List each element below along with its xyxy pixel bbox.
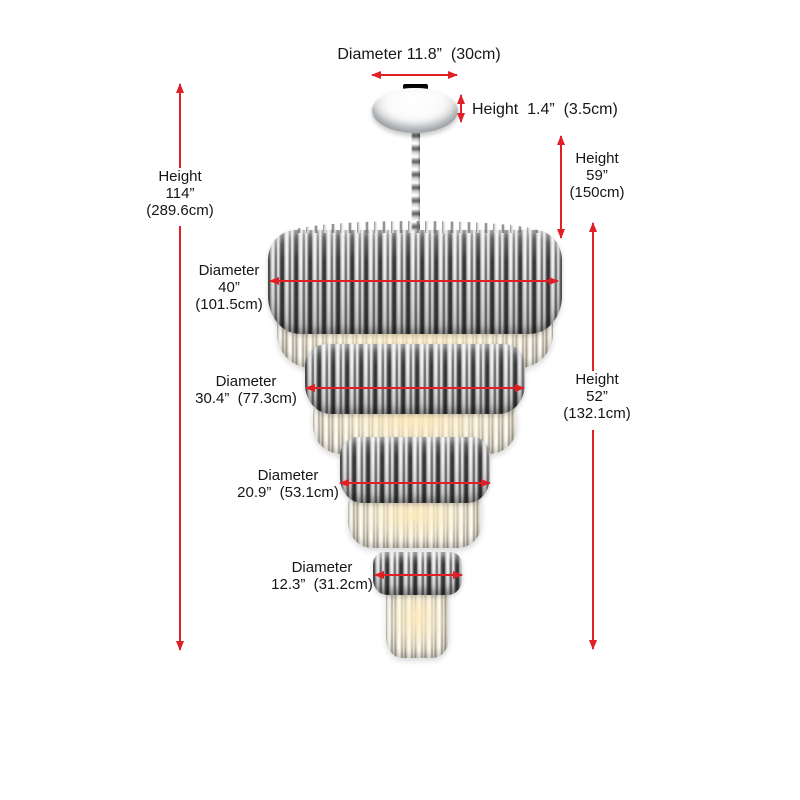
tier2-diameter-line1: Diameter: [215, 373, 277, 390]
tier1-diameter-label: Diameter 40” (101.5cm): [195, 262, 263, 313]
tier4-chrome-band: [373, 552, 462, 595]
tier3-diameter-line2: 20.9” (53.1cm): [237, 484, 339, 501]
body-height-line2: 52”: [586, 388, 608, 405]
hanging-height-line3: (150cm): [569, 184, 625, 201]
tier2-diameter-arrow: [305, 384, 525, 392]
tier2-diameter-label: Diameter 30.4” (77.3cm): [195, 373, 297, 407]
total-height-label: Height 114” (289.6cm): [146, 168, 214, 219]
total-height-arrow-bottom: [176, 226, 184, 651]
body-height-arrow-bottom: [589, 430, 597, 650]
hanging-height-arrow: [557, 135, 565, 239]
hanging-height-line1: Height: [575, 150, 619, 167]
tier1-chrome-band: [268, 221, 562, 334]
tier2-chrome-band: [305, 344, 525, 414]
body-height-arrow-top: [589, 222, 597, 371]
body-height-label: Height 52” (132.1cm): [563, 371, 631, 422]
total-height-line1: Height: [158, 168, 202, 185]
canopy-diameter-arrow: [371, 71, 458, 79]
hanging-chain: [411, 100, 420, 234]
hanging-height-label: Height 59” (150cm): [569, 150, 624, 201]
tier1-diameter-line3: (101.5cm): [195, 296, 263, 313]
ceiling-canopy: [372, 88, 458, 133]
body-height-line3: (132.1cm): [563, 405, 631, 422]
hanging-height-line2: 59”: [586, 167, 608, 184]
tier4-diameter-label: Diameter 12.3” (31.2cm): [271, 559, 373, 593]
tier2-diameter-line2: 30.4” (77.3cm): [195, 390, 297, 407]
tier3-diameter-arrow: [339, 479, 491, 487]
tier4-diameter-line2: 12.3” (31.2cm): [271, 576, 373, 593]
tier3-diameter-label: Diameter 20.9” (53.1cm): [237, 467, 339, 501]
tier1-diameter-line2: 40”: [218, 279, 240, 296]
total-height-arrow-top: [176, 83, 184, 168]
tier4-diameter-arrow: [374, 571, 463, 579]
canopy-diameter-label: Diameter 11.8” (30cm): [337, 46, 501, 63]
tier4-diameter-line1: Diameter: [291, 559, 353, 576]
canopy-height-label: Height 1.4” (3.5cm): [472, 101, 618, 118]
body-height-line1: Height: [575, 371, 619, 388]
tier3-diameter-line1: Diameter: [257, 467, 319, 484]
tier3-chrome-band: [340, 437, 490, 503]
tier1-diameter-line1: Diameter: [198, 262, 260, 279]
tier1-diameter-arrow: [269, 277, 559, 285]
canopy-height-arrow: [457, 94, 465, 123]
total-height-line2: 114”: [165, 185, 195, 202]
total-height-line3: (289.6cm): [146, 202, 214, 219]
tier5-crystal-fringe: [386, 588, 449, 658]
